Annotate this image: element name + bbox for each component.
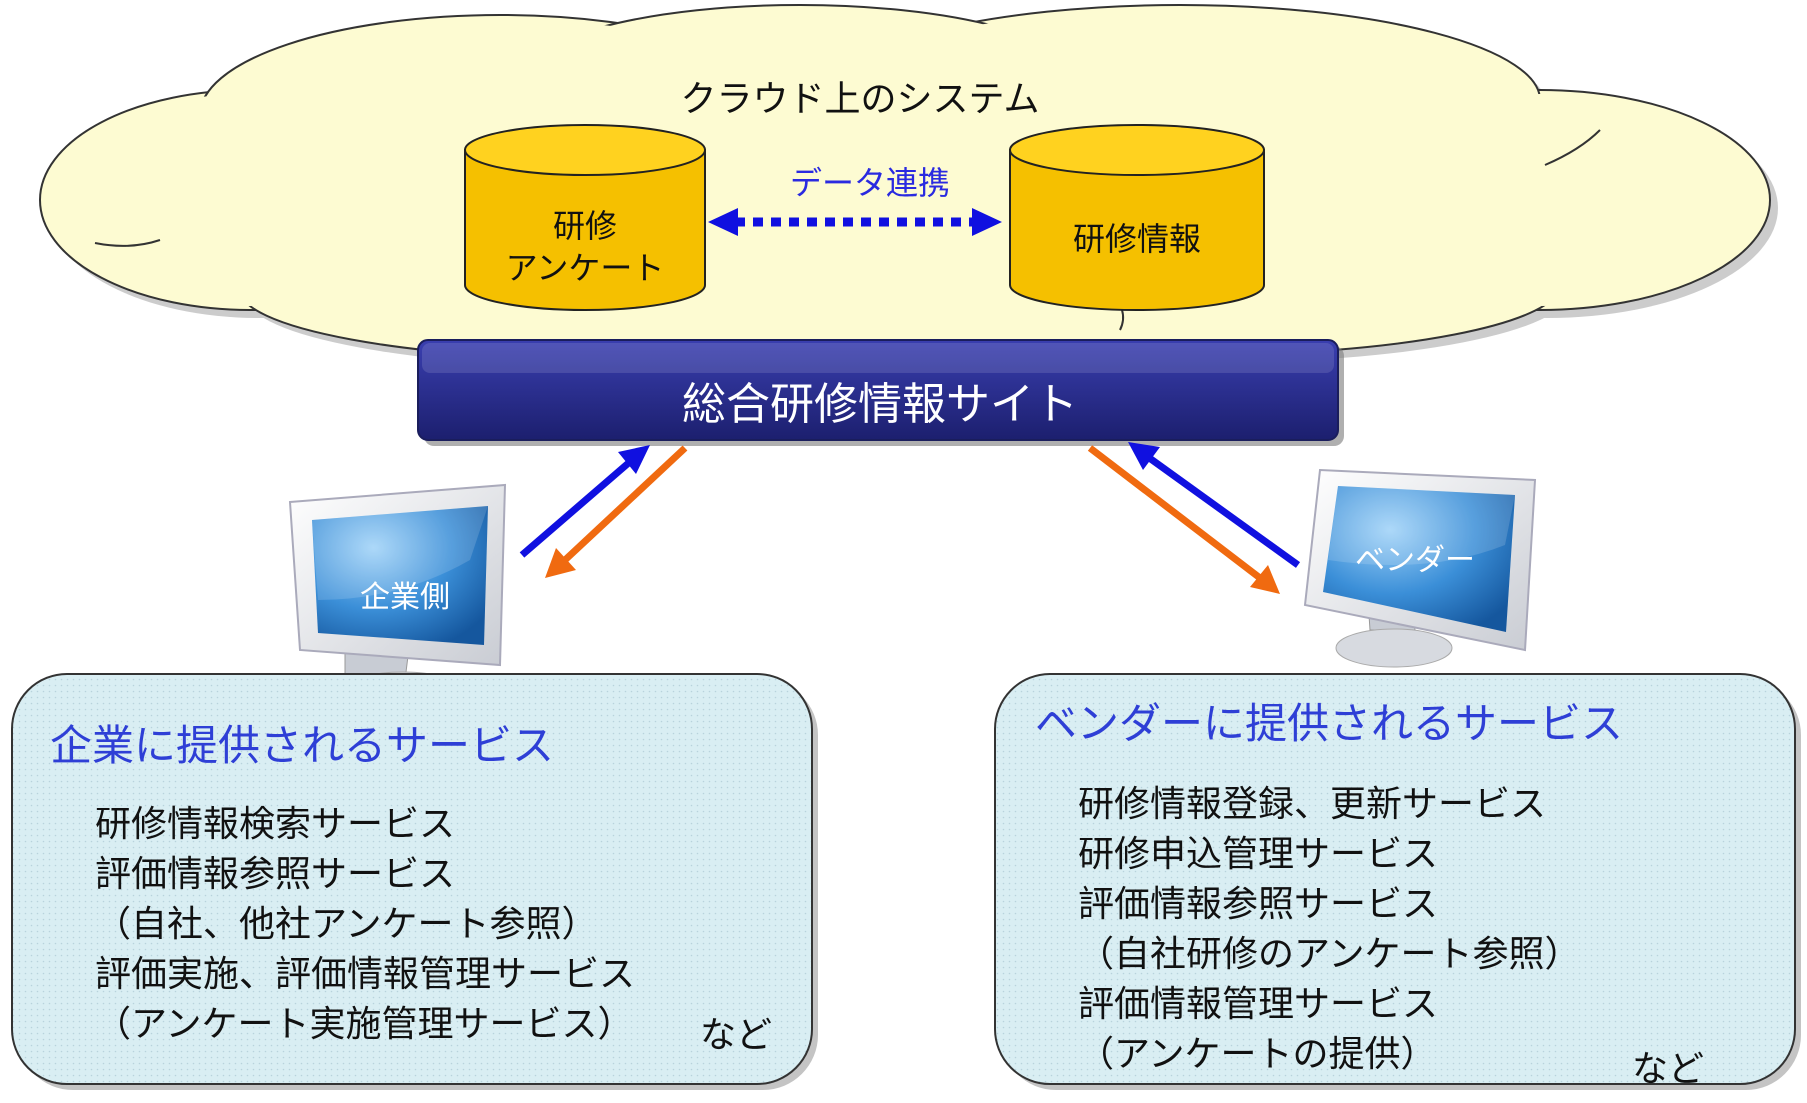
data-link-label: データ連携 xyxy=(789,164,950,202)
vendor-panel-title: ベンダーに提供されるサービス xyxy=(1035,699,1624,748)
company-monitor-label: 企業側 xyxy=(360,580,450,615)
company-service-item: （アンケート実施管理サービス） xyxy=(95,1004,634,1045)
site-label: 総合研修情報サイト xyxy=(682,379,1078,430)
database-survey-label-line2: アンケート xyxy=(505,249,665,287)
vendor-service-item: 評価情報参照サービス xyxy=(1078,884,1439,925)
company-service-item: 研修情報検索サービス xyxy=(95,804,456,845)
vendor-monitor xyxy=(1303,468,1537,668)
database-survey-label: 研修 アンケート xyxy=(465,205,705,289)
vendor-service-item: 評価情報管理サービス xyxy=(1078,984,1439,1025)
vendor-arrows xyxy=(1087,442,1301,594)
database-survey-label-line1: 研修 xyxy=(552,207,617,245)
database-training-info-label: 研修情報 xyxy=(1072,220,1201,258)
company-service-item: 評価実施、評価情報管理サービス xyxy=(95,954,636,995)
vendor-service-list: 研修情報登録、更新サービス 研修申込管理サービス 評価情報参照サービス （自社研… xyxy=(1078,780,1581,1080)
vendor-panel-shape xyxy=(994,673,1801,1090)
company-service-item: （自社、他社アンケート参照） xyxy=(95,904,598,945)
company-monitor xyxy=(288,483,507,713)
company-arrows xyxy=(519,445,688,578)
company-service-list: 研修情報検索サービス 評価情報参照サービス （自社、他社アンケート参照） 評価実… xyxy=(95,800,635,1050)
cloud-inner-lines xyxy=(94,129,1601,331)
vendor-service-item: （自社研修のアンケート参照） xyxy=(1078,934,1581,975)
site-banner xyxy=(417,339,1344,446)
company-etc-label: など xyxy=(700,1015,773,1056)
vendor-etc-label: など xyxy=(1632,1049,1705,1090)
company-service-item: 評価情報参照サービス xyxy=(95,854,456,895)
data-link-arrow xyxy=(708,208,1002,236)
company-panel-shape xyxy=(11,673,818,1090)
vendor-monitor-label: ベンダー xyxy=(1355,543,1475,578)
cloud-title: クラウド上のシステム xyxy=(680,79,1040,120)
vendor-service-item: （アンケートの提供） xyxy=(1078,1034,1437,1075)
company-panel-title: 企業に提供されるサービス xyxy=(50,721,555,770)
vendor-service-item: 研修申込管理サービス xyxy=(1078,834,1439,875)
database-survey xyxy=(464,124,706,311)
database-training-info xyxy=(1009,124,1265,311)
vendor-service-item: 研修情報登録、更新サービス xyxy=(1078,784,1547,825)
